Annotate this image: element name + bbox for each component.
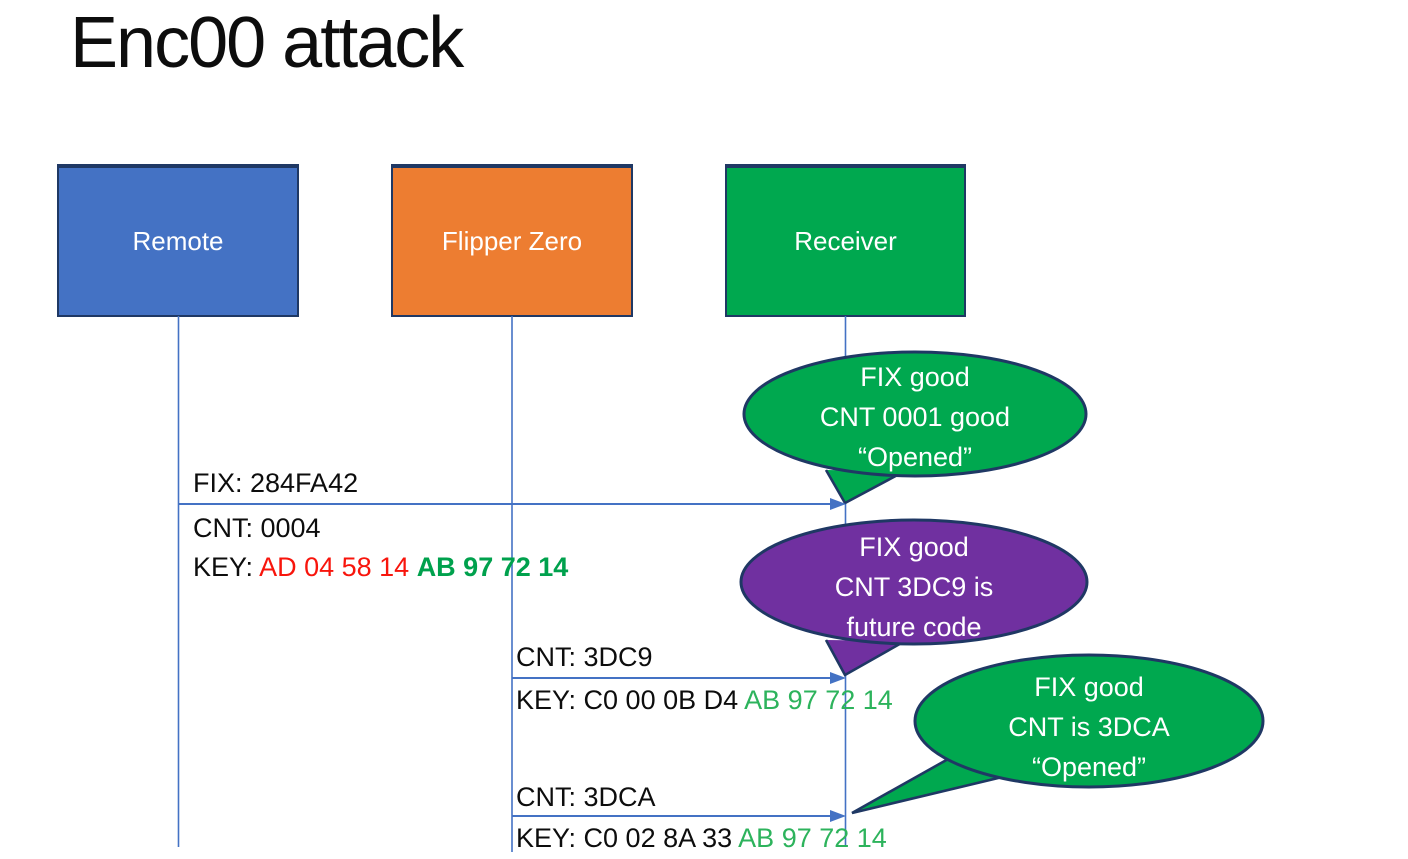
key-prefix: KEY: C0 02 8A 33 [516,823,739,853]
callout-line: CNT is 3DCA [1008,712,1170,742]
message-1-arrowhead-icon [830,498,846,510]
actor-label-remote: Remote [132,226,224,256]
message-1-fix-label: FIX: 284FA42 [193,468,359,498]
actor-label-receiver: Receiver [794,226,897,256]
callout-line: future code [846,612,982,642]
callout-line: “Opened” [1031,752,1147,782]
message-1-cnt-label: CNT: 0004 [193,513,321,543]
callout-line: FIX good [1034,672,1144,702]
message-1-key-label: KEY: AD 04 58 14 AB 97 72 14 [193,551,568,583]
callout-line: FIX good [859,532,969,562]
callout-1-text: FIX good CNT 0001 good “Opened” [745,357,1085,477]
slide-title: Enc00 attack [70,3,464,83]
key-green-bytes: AB 97 72 14 [416,552,569,582]
key-prefix: KEY: [193,552,260,582]
message-2-key-label: KEY: C0 00 0B D4 AB 97 72 14 [516,684,893,716]
key-green-bytes: AB 97 72 14 [738,823,887,853]
message-2-cnt-label: CNT: 3DC9 [516,642,653,672]
callout-line: CNT 3DC9 is [834,572,994,602]
actor-box-flipper-zero: Flipper Zero [391,164,633,317]
key-green-bytes: AB 97 72 14 [744,685,893,715]
key-prefix: KEY: C0 00 0B D4 [516,685,745,715]
actor-box-remote: Remote [57,164,299,317]
callout-2-text: FIX good CNT 3DC9 is future code [741,527,1087,647]
callout-line: “Opened” [857,442,973,472]
callout-3-text: FIX good CNT is 3DCA “Opened” [915,667,1263,787]
message-3-key-label: KEY: C0 02 8A 33 AB 97 72 14 [516,822,887,854]
actor-box-receiver: Receiver [725,164,966,317]
callout-line: FIX good [860,362,970,392]
key-red-bytes: AD 04 58 14 [259,552,417,582]
actor-label-flipper-zero: Flipper Zero [441,226,583,256]
message-3-arrowhead-icon [830,810,846,822]
message-3-cnt-label: CNT: 3DCA [516,782,656,812]
callout-line: CNT 0001 good [819,402,1011,432]
message-2-arrowhead-icon [830,672,846,684]
